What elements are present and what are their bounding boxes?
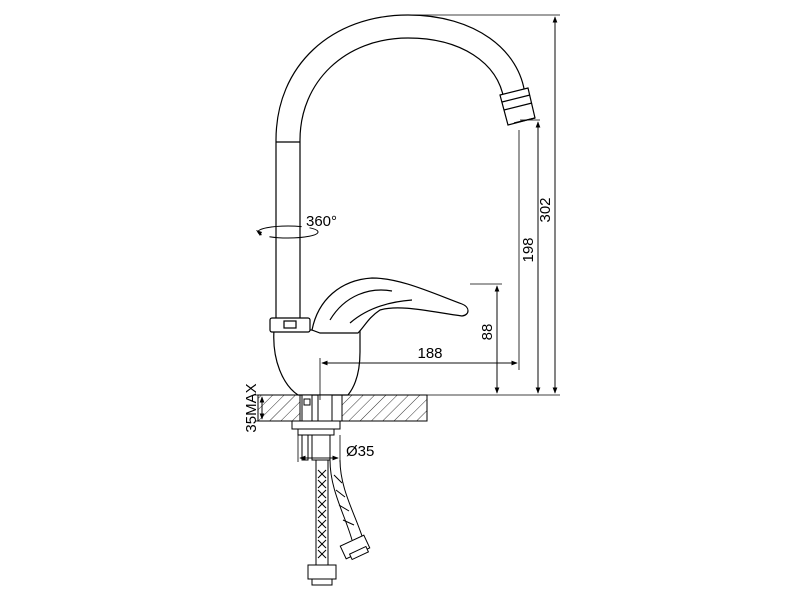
dim-35max xyxy=(255,394,268,422)
lever-handle xyxy=(311,277,469,334)
dim-diameter-35 xyxy=(297,435,341,462)
dim-198-label: 198 xyxy=(520,237,537,262)
dim-188-label: 188 xyxy=(417,345,442,362)
dim-198 xyxy=(520,119,541,394)
rotation-indicator: 360° xyxy=(256,213,337,239)
spout xyxy=(275,14,536,318)
faucet-body xyxy=(269,317,361,396)
countertop xyxy=(257,394,428,422)
dim-302 xyxy=(412,14,560,396)
dim-35max-label: 35MAX xyxy=(243,383,260,432)
rotation-label: 360° xyxy=(306,213,337,230)
dim-88-label: 88 xyxy=(479,324,496,341)
dim-188 xyxy=(319,130,520,400)
mounting-assembly xyxy=(291,394,341,461)
dim-302-label: 302 xyxy=(537,197,554,222)
dim-diameter-35-label: Ø35 xyxy=(346,443,374,460)
supply-hoses xyxy=(307,459,371,586)
dim-88 xyxy=(470,283,502,394)
